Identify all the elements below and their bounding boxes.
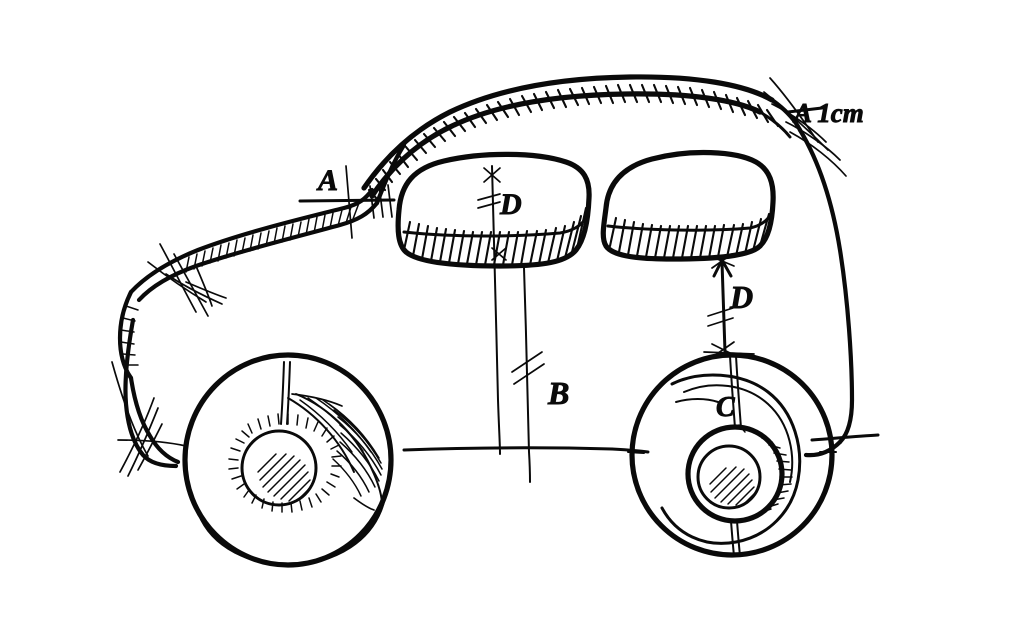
window-rear [600,149,776,262]
annotation-d-front-window-label: D [499,188,522,221]
hood-cross-marks [147,243,227,317]
annotation-a-1cm-label: A 1cm [792,98,864,128]
annotation-a-left-label: A [316,164,338,197]
annotation-c-rear-wheel: C [716,392,736,424]
wheel-rear [627,352,837,558]
annotation-a-1cm: A 1cm [763,77,864,177]
annotation-c-label: C [716,392,735,423]
front-bumper-construction-lines [111,361,187,477]
annotation-b-label: B [547,375,569,411]
dimension-b-center: B [511,267,570,483]
dimension-a-left: A [298,164,396,239]
roof-hatched-band [361,74,803,201]
dimension-d-front-window: D [477,165,522,455]
window-front [395,151,592,269]
wheel-front [182,352,394,568]
hood-hatched-band [117,187,375,381]
annotation-d-rear-label: D [729,279,753,315]
dimension-d-rear-arrow: D [703,253,755,357]
